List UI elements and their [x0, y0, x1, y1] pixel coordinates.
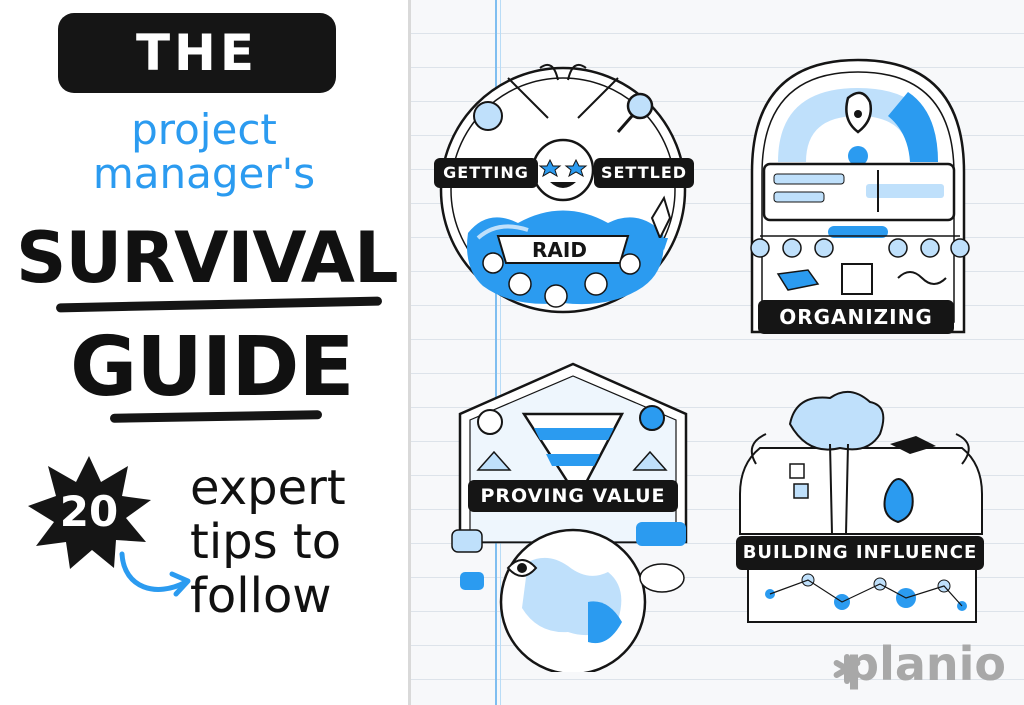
tips-count: 20	[59, 487, 119, 536]
paper-margin-line	[495, 0, 497, 705]
survival-title: SURVIVAL	[16, 217, 399, 299]
proving-value-banner: PROVING VALUE	[468, 480, 678, 512]
badge-organizing: ORGANIZING	[738, 52, 978, 342]
tips-line-1: expert	[190, 460, 346, 516]
tips-line-3: follow	[190, 568, 332, 624]
building-influence-illustration	[739, 391, 983, 623]
starburst-icon	[28, 456, 151, 569]
planio-logo-icon	[833, 654, 861, 684]
badge-getting-settled: RAID GETTING SETTLED	[428, 58, 698, 338]
planio-logo-text: planio	[846, 637, 1006, 691]
organizing-illustration	[750, 58, 970, 334]
cover-panel: THE NEW project manager's SURVIVAL GUIDE…	[0, 0, 408, 705]
badge-proving-value: PROVING VALUE	[438, 352, 708, 672]
tips-line-2: tips to	[190, 514, 342, 570]
badge-building-influence: BUILDING INFLUENCE	[730, 384, 992, 626]
raid-label: RAID	[532, 238, 587, 262]
proving-value-illustration	[451, 362, 688, 672]
guide-title: GUIDE	[70, 320, 354, 415]
managers-text: manager's	[92, 149, 316, 198]
panel-divider	[408, 0, 411, 705]
the-new-label: THE NEW	[58, 13, 336, 162]
organizing-banner: ORGANIZING	[758, 300, 954, 334]
getting-banner: GETTING	[434, 158, 538, 188]
project-text: project	[131, 105, 277, 154]
getting-settled-illustration: RAID	[439, 64, 687, 314]
paper-margin-line-light	[500, 0, 501, 705]
settled-banner: SETTLED	[594, 158, 694, 188]
curved-arrow-icon	[119, 551, 191, 597]
building-influence-banner: BUILDING INFLUENCE	[736, 536, 984, 570]
